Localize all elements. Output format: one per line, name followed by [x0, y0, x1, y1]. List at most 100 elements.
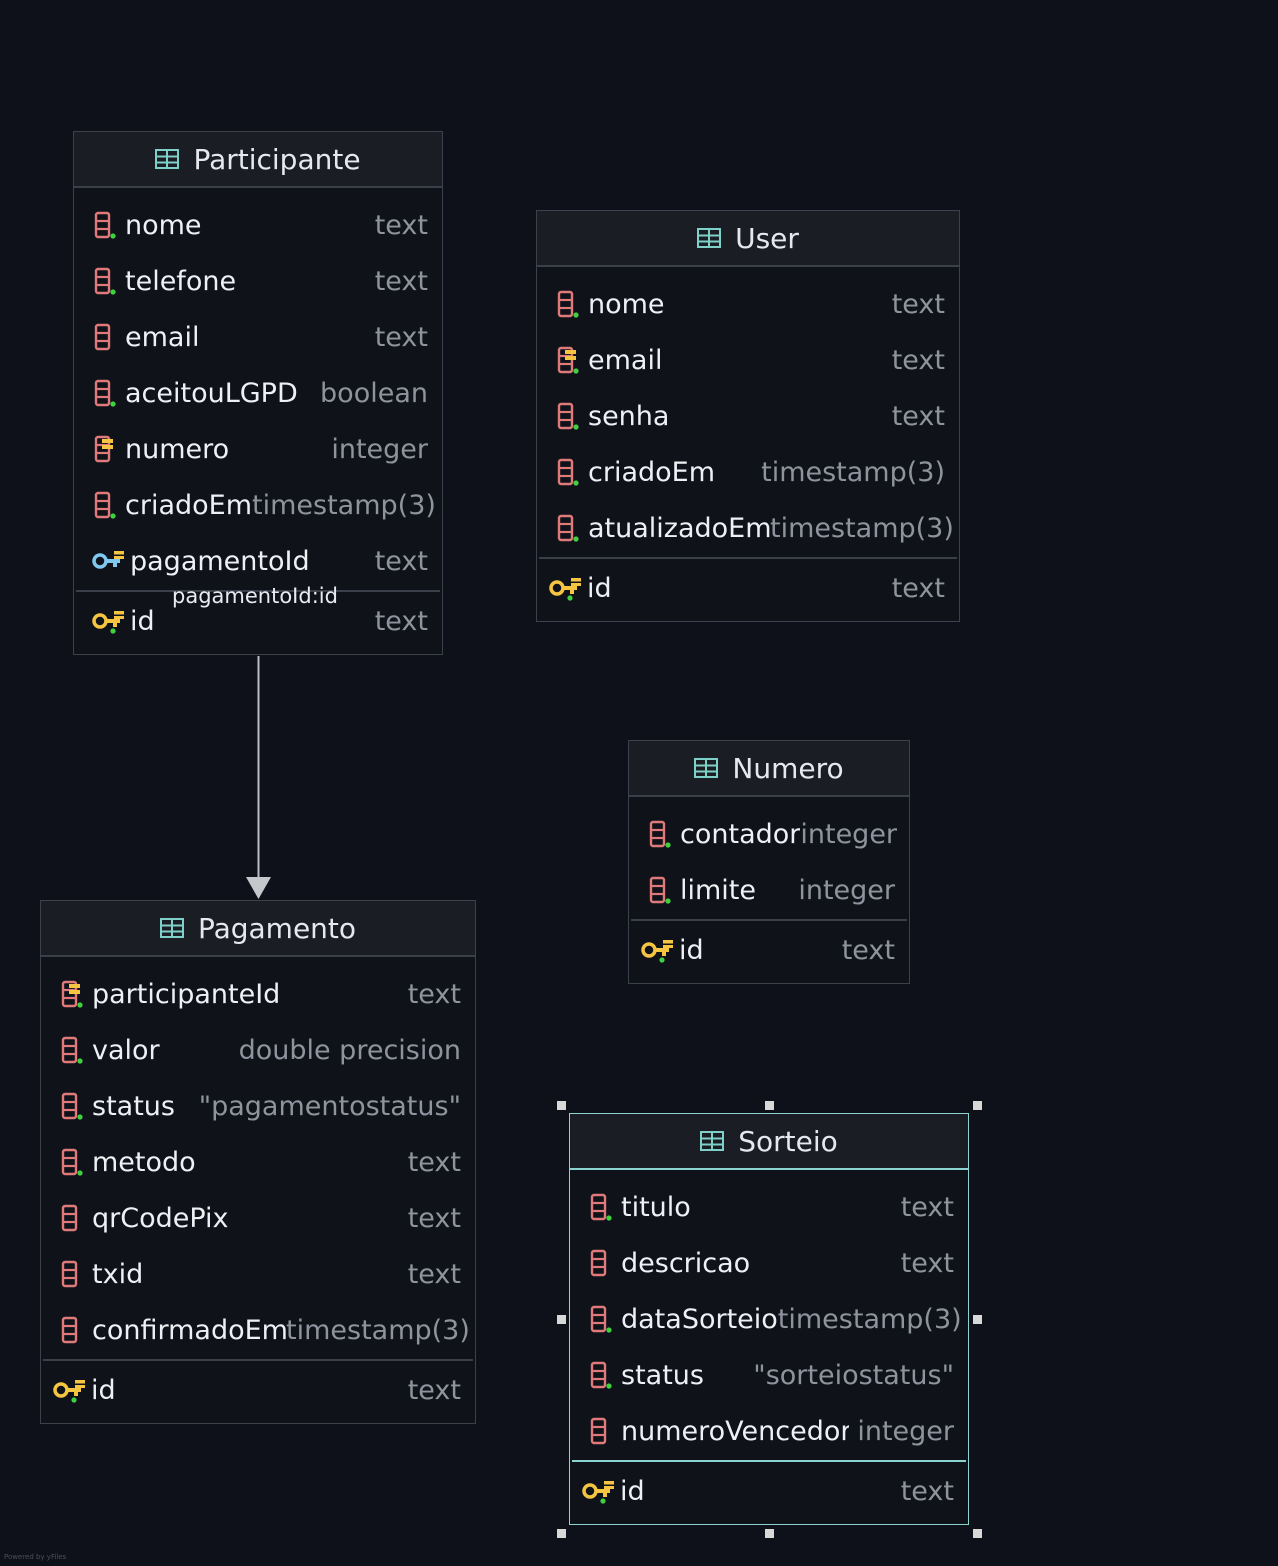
- table-sorteio[interactable]: Sorteio titulo text descricao text dataS…: [569, 1113, 969, 1525]
- column-name: numero: [125, 433, 230, 465]
- table-header[interactable]: Numero: [629, 741, 909, 797]
- column-icon: [59, 1203, 85, 1233]
- primary-key-row[interactable]: id text: [629, 921, 909, 979]
- column-name: nome: [588, 288, 665, 320]
- column-name: participanteId: [92, 978, 281, 1010]
- column-type: timestamp(3): [252, 489, 436, 521]
- column-name: txid: [92, 1258, 144, 1290]
- primary-key-row[interactable]: id text: [537, 559, 959, 617]
- primary-key-divider: [631, 919, 907, 921]
- column-row[interactable]: status "pagamentostatus": [41, 1078, 475, 1134]
- column-type: text: [374, 209, 428, 241]
- column-row[interactable]: titulo text: [570, 1179, 968, 1235]
- primary-key-icon: [549, 573, 583, 603]
- column-type: text: [407, 1202, 461, 1234]
- column-type: text: [407, 1258, 461, 1290]
- column-name: dataSorteio: [621, 1303, 778, 1335]
- column-type: text: [374, 321, 428, 353]
- table-pagamento[interactable]: Pagamento participanteId text valor doub…: [40, 900, 476, 1424]
- column-type: integer: [800, 818, 898, 850]
- table-title: Numero: [732, 751, 844, 785]
- resize-handle-sw[interactable]: [557, 1529, 566, 1538]
- foreign-key-icon: [92, 546, 126, 576]
- primary-key-row[interactable]: id text: [74, 592, 442, 650]
- column-name: descricao: [621, 1247, 751, 1279]
- column-type: timestamp(3): [770, 512, 954, 544]
- column-row[interactable]: numeroVencedor integer: [570, 1403, 968, 1459]
- column-type: timestamp(3): [286, 1314, 470, 1346]
- column-row[interactable]: telefone text: [74, 253, 442, 309]
- column-type: "sorteiostatus": [753, 1359, 954, 1391]
- unique-column-icon: [59, 979, 85, 1009]
- column-icon: [59, 1315, 85, 1345]
- column-row[interactable]: pagamentoId text: [74, 533, 442, 589]
- column-name: status: [621, 1359, 704, 1391]
- column-type: timestamp(3): [777, 1303, 962, 1335]
- column-type: "pagamentostatus": [198, 1090, 461, 1122]
- column-row[interactable]: status "sorteiostatus": [570, 1347, 968, 1403]
- resize-handle-s[interactable]: [765, 1529, 774, 1538]
- primary-key-icon: [53, 1375, 87, 1405]
- column-name: metodo: [92, 1146, 196, 1178]
- column-row[interactable]: criadoEm timestamp(3): [537, 444, 959, 500]
- table-participante[interactable]: Participante nome text telefone text ema…: [73, 131, 443, 655]
- resize-handle-nw[interactable]: [557, 1101, 566, 1110]
- resize-handle-e[interactable]: [973, 1315, 982, 1324]
- column-row[interactable]: txid text: [41, 1246, 475, 1302]
- table-header[interactable]: Participante: [74, 132, 442, 188]
- resize-handle-n[interactable]: [765, 1101, 774, 1110]
- column-row[interactable]: nome text: [74, 197, 442, 253]
- column-type: integer: [331, 433, 428, 465]
- table-title: Participante: [193, 142, 361, 176]
- column-name: numeroVencedor: [621, 1415, 849, 1447]
- column-notnull-icon: [555, 513, 581, 543]
- column-type: text: [841, 934, 895, 966]
- column-row[interactable]: numero integer: [74, 421, 442, 477]
- column-row[interactable]: dataSorteio timestamp(3): [570, 1291, 968, 1347]
- column-type: text: [891, 572, 945, 604]
- column-row[interactable]: senha text: [537, 388, 959, 444]
- relation-arrowhead: [246, 877, 271, 899]
- column-notnull-icon: [555, 457, 581, 487]
- column-row[interactable]: atualizadoEm timestamp(3): [537, 500, 959, 556]
- primary-key-row[interactable]: id text: [570, 1462, 968, 1520]
- column-name: nome: [125, 209, 202, 241]
- column-name: id: [587, 572, 612, 604]
- column-row[interactable]: limite integer: [629, 862, 909, 918]
- table-user[interactable]: User nome text email text senha text cri…: [536, 210, 960, 622]
- column-type: text: [407, 978, 461, 1010]
- column-row[interactable]: aceitouLGPD boolean: [74, 365, 442, 421]
- column-type: text: [407, 1146, 461, 1178]
- table-header[interactable]: Sorteio: [570, 1114, 968, 1170]
- column-name: qrCodePix: [92, 1202, 229, 1234]
- column-row[interactable]: email text: [537, 332, 959, 388]
- primary-key-divider: [539, 557, 957, 559]
- column-notnull-icon: [92, 490, 118, 520]
- column-row[interactable]: contador integer: [629, 806, 909, 862]
- resize-handle-ne[interactable]: [973, 1101, 982, 1110]
- column-type: timestamp(3): [761, 456, 945, 488]
- column-row[interactable]: descricao text: [570, 1235, 968, 1291]
- column-row[interactable]: nome text: [537, 276, 959, 332]
- resize-handle-se[interactable]: [973, 1529, 982, 1538]
- column-type: text: [900, 1191, 954, 1223]
- column-row[interactable]: qrCodePix text: [41, 1190, 475, 1246]
- table-header[interactable]: User: [537, 211, 959, 267]
- column-row[interactable]: email text: [74, 309, 442, 365]
- column-name: email: [125, 321, 200, 353]
- column-type: text: [374, 605, 428, 637]
- column-row[interactable]: confirmadoEm timestamp(3): [41, 1302, 475, 1358]
- resize-handle-w[interactable]: [557, 1315, 566, 1324]
- column-row[interactable]: metodo text: [41, 1134, 475, 1190]
- column-row[interactable]: valor double precision: [41, 1022, 475, 1078]
- table-numero[interactable]: Numero contador integer limite integer i…: [628, 740, 910, 984]
- column-row[interactable]: criadoEm timestamp(3): [74, 477, 442, 533]
- table-header[interactable]: Pagamento: [41, 901, 475, 957]
- column-notnull-icon: [92, 378, 118, 408]
- column-name: telefone: [125, 265, 237, 297]
- primary-key-row[interactable]: id text: [41, 1361, 475, 1419]
- column-name: criadoEm: [588, 456, 716, 488]
- column-notnull-icon: [555, 289, 581, 319]
- column-row[interactable]: participanteId text: [41, 966, 475, 1022]
